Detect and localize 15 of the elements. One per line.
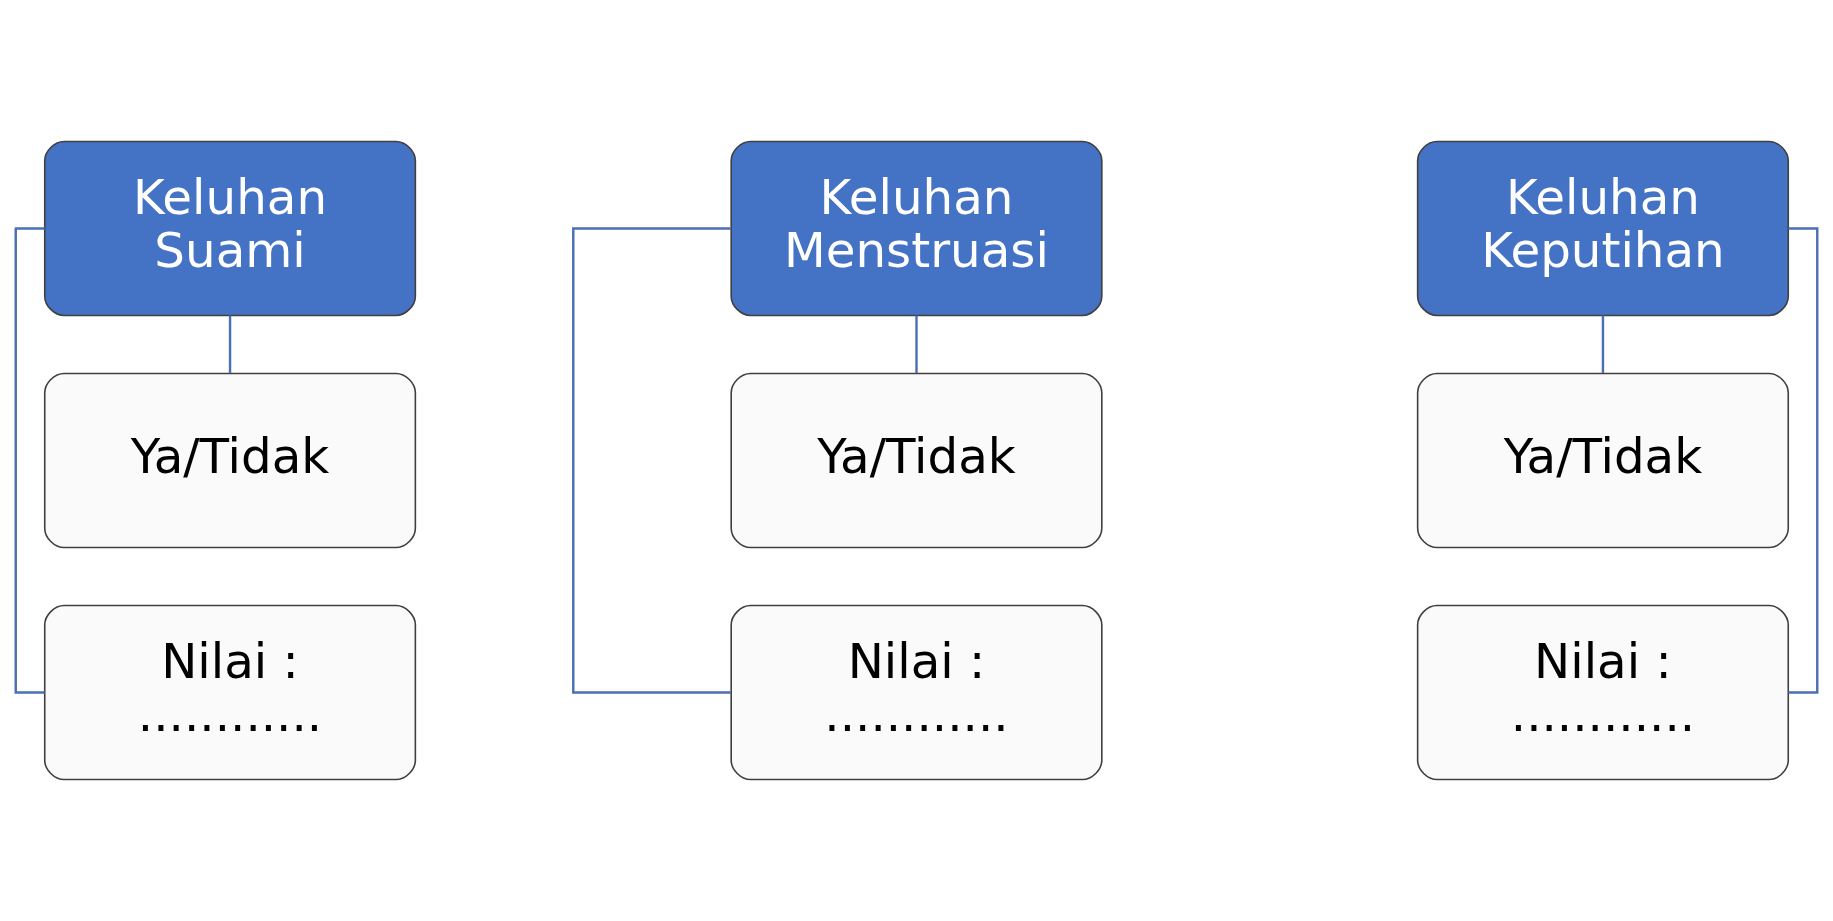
connector: [572, 227, 731, 694]
node-box: Nilai : ............: [1416, 604, 1790, 781]
node-box: Ya/Tidak: [730, 372, 1103, 549]
node-box: Ya/Tidak: [43, 372, 417, 549]
node-box: Nilai : ............: [43, 604, 417, 781]
node-box: Keluhan Menstruasi: [730, 140, 1103, 317]
connector: [1788, 227, 1819, 694]
connector: [915, 315, 918, 373]
connector: [228, 315, 232, 373]
node-box: Keluhan Keputihan: [1416, 140, 1790, 317]
connector: [14, 227, 45, 694]
node-box: Ya/Tidak: [1416, 372, 1790, 549]
node-box: Keluhan Suami: [43, 140, 417, 317]
node-box: Nilai : ............: [730, 604, 1103, 781]
connector: [1601, 315, 1605, 373]
